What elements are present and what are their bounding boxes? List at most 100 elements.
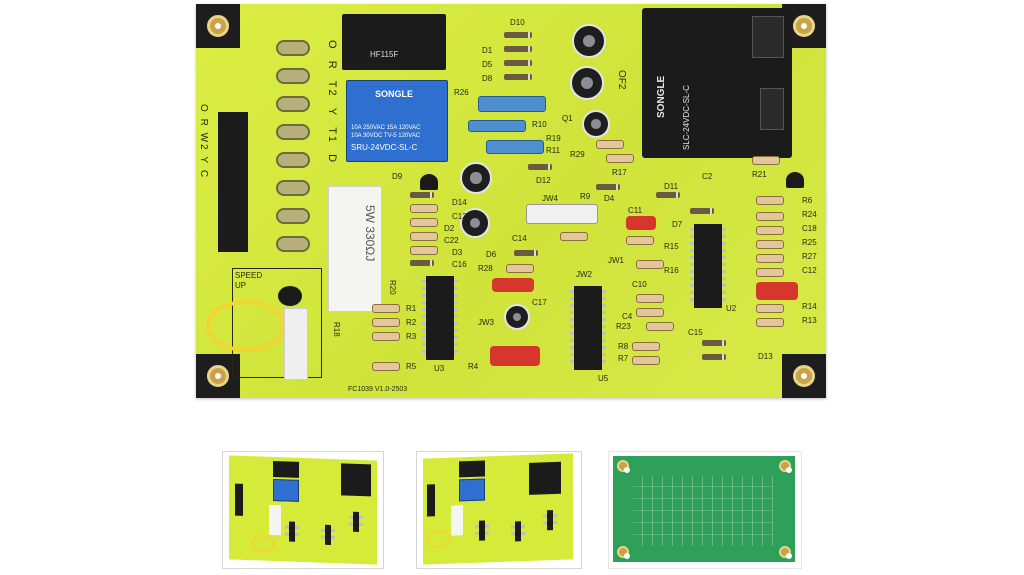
diode <box>702 354 726 360</box>
spade-terminal <box>276 208 310 224</box>
mount-hole <box>207 365 229 387</box>
relay-small <box>273 460 299 478</box>
resistor <box>410 204 438 213</box>
resistor <box>646 322 674 331</box>
spade-terminal <box>276 152 310 168</box>
resistor <box>410 246 438 255</box>
thumbnail-front-angle-2[interactable] <box>416 451 582 569</box>
diode <box>410 192 434 198</box>
power-resistor: 5W 330ΩJ <box>328 186 382 312</box>
spade-terminal <box>276 124 310 140</box>
transistor <box>786 172 804 188</box>
ic-chip <box>325 524 331 545</box>
electrolytic-capacitor <box>460 162 492 194</box>
relay-small: HF115F <box>342 14 446 70</box>
diode <box>596 184 620 190</box>
thumbnail-board <box>423 453 573 565</box>
wire-loop <box>206 300 286 352</box>
film-capacitor <box>490 346 540 366</box>
terminal-labels: O R T2 Y T1 D <box>326 40 338 165</box>
resistor <box>486 140 544 154</box>
film-capacitor <box>756 282 798 300</box>
resistor <box>372 362 400 371</box>
relay-power: SONGLE SLC-24VDC-SL-C <box>642 8 792 158</box>
thumbnail-board <box>229 455 377 565</box>
mount-hole <box>779 460 792 473</box>
ic-chip <box>422 276 458 360</box>
thumbnail-back-side[interactable] <box>608 451 802 569</box>
relay-tab <box>760 88 784 130</box>
mount-hole <box>617 460 630 473</box>
power-resistor <box>269 504 281 536</box>
wire-loop <box>427 529 451 549</box>
mount-hole <box>779 546 792 559</box>
diode <box>504 32 532 38</box>
resistor <box>756 254 784 263</box>
diode <box>504 46 532 52</box>
resistor <box>626 236 654 245</box>
resistor <box>410 232 438 241</box>
resistor <box>372 332 400 341</box>
diode <box>702 340 726 346</box>
resistor <box>372 304 400 313</box>
film-capacitor <box>492 278 534 292</box>
resistor <box>756 212 784 221</box>
relay-small <box>459 460 485 478</box>
mount-hole <box>793 15 815 37</box>
resistor <box>756 268 784 277</box>
resistor <box>636 260 664 269</box>
ic-chip <box>570 286 606 370</box>
resistor <box>478 96 546 112</box>
relay-blue <box>273 478 299 502</box>
resistor <box>632 356 660 365</box>
diode <box>528 164 552 170</box>
resistor <box>468 120 526 132</box>
transistor <box>420 174 438 190</box>
thumbnail-front-angle-1[interactable] <box>222 451 384 569</box>
electrolytic-capacitor <box>582 110 610 138</box>
pin-header <box>427 484 435 517</box>
transistor <box>278 286 302 306</box>
resistor <box>756 226 784 235</box>
resistor <box>410 218 438 227</box>
diode <box>656 192 680 198</box>
electrolytic-capacitor <box>504 304 530 330</box>
resistor <box>756 196 784 205</box>
diode <box>504 60 532 66</box>
resistor <box>632 342 660 351</box>
electrolytic-capacitor <box>460 208 490 238</box>
thumbnail-board-back <box>613 456 795 562</box>
pcb-main-image: O R T2 Y T1 D O R W2 Y C HF115F SONGLE 1… <box>196 4 826 398</box>
resistor <box>506 264 534 273</box>
relay-tab <box>752 16 784 58</box>
electrolytic-capacitor <box>570 66 604 100</box>
resistor <box>636 308 664 317</box>
spade-terminal <box>276 68 310 84</box>
relay-blue: SONGLE 10A 250VAC 15A 120VAC 10A 30VDC T… <box>346 80 448 162</box>
diode <box>690 208 714 214</box>
mount-hole <box>793 365 815 387</box>
ic-chip <box>479 520 485 541</box>
ic-chip <box>690 224 726 308</box>
spade-terminal <box>276 236 310 252</box>
resistor <box>636 294 664 303</box>
power-resistor <box>451 505 463 536</box>
relay-power <box>529 461 561 495</box>
spade-terminal <box>276 180 310 196</box>
resistor <box>606 154 634 163</box>
ic-chip <box>515 521 521 542</box>
ic-chip <box>289 521 295 542</box>
mount-hole <box>207 15 229 37</box>
resistor <box>526 204 598 224</box>
resistor <box>560 232 588 241</box>
resistor <box>372 318 400 327</box>
film-capacitor <box>626 216 656 230</box>
relay-power <box>341 463 371 497</box>
resistor <box>756 240 784 249</box>
spade-terminal <box>276 96 310 112</box>
resistor <box>752 156 780 165</box>
diode <box>504 74 532 80</box>
electrolytic-capacitor <box>572 24 606 58</box>
ic-chip <box>547 510 553 531</box>
diode <box>514 250 538 256</box>
